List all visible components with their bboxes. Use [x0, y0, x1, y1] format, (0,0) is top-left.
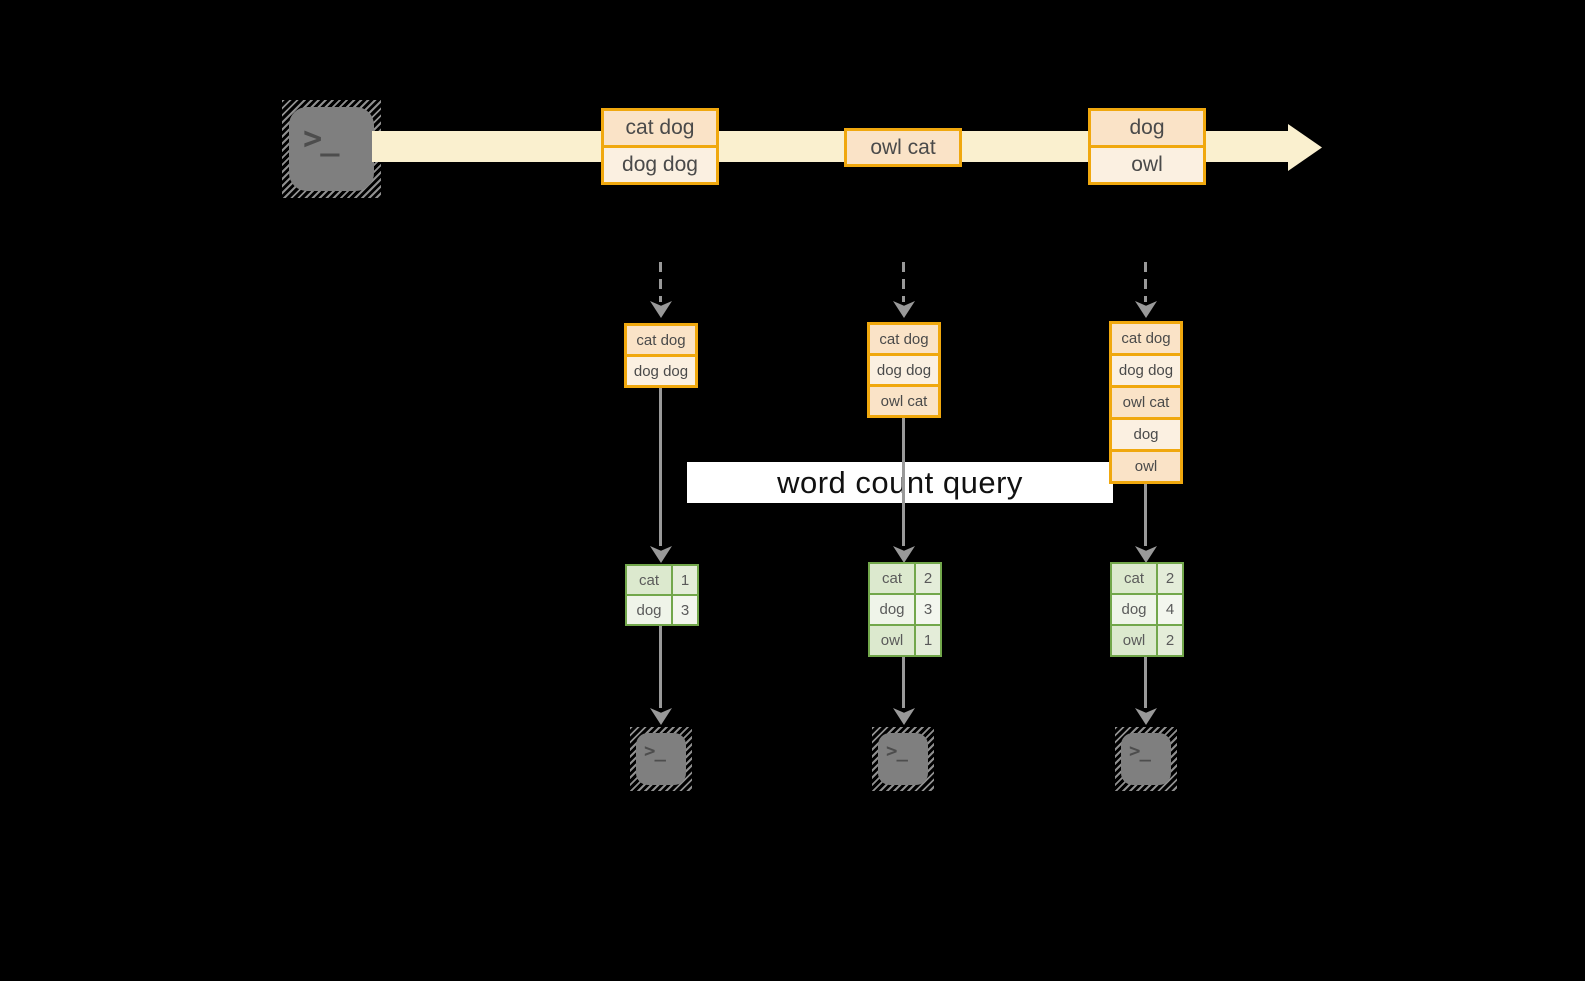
- word-cell: cat: [1112, 564, 1156, 593]
- count-cell: 4: [1156, 595, 1182, 624]
- arrowhead-down-icon: [893, 708, 915, 725]
- table-row: dog 3: [627, 594, 697, 624]
- count-table-1: cat 1 dog 3: [625, 564, 699, 626]
- dashed-arrow-line: [1144, 262, 1147, 302]
- terminal-body: >_: [1121, 733, 1171, 785]
- table-row: cat 2: [870, 564, 940, 593]
- event-line: owl: [1091, 145, 1203, 182]
- count-cell: 2: [1156, 564, 1182, 593]
- stream-event-box-3: dog owl: [1088, 108, 1206, 185]
- batch-line: owl cat: [1112, 385, 1180, 417]
- word-cell: dog: [627, 596, 671, 624]
- batch-box-1: cat dog dog dog: [624, 323, 698, 388]
- word-cell: owl: [870, 626, 914, 655]
- word-cell: owl: [1112, 626, 1156, 655]
- table-row: cat 2: [1112, 564, 1182, 593]
- count-table-2: cat 2 dog 3 owl 1: [868, 562, 942, 657]
- arrowhead-down-icon: [650, 708, 672, 725]
- arrow-line: [902, 657, 905, 708]
- arrowhead-down-icon: [1135, 708, 1157, 725]
- terminal-body: >_: [636, 733, 686, 785]
- terminal-prompt-icon: >_: [1129, 740, 1151, 762]
- terminal-body: >_: [289, 107, 374, 191]
- word-cell: dog: [870, 595, 914, 624]
- table-row: owl 1: [870, 624, 940, 655]
- arrow-line: [1144, 484, 1147, 546]
- table-row: owl 2: [1112, 624, 1182, 655]
- query-label: word count query: [777, 464, 1023, 500]
- batch-line: dog dog: [627, 354, 695, 385]
- arrow-line: [902, 418, 905, 546]
- batch-line: cat dog: [1112, 324, 1180, 353]
- arrowhead-down-icon: [650, 301, 672, 318]
- arrow-line: [659, 388, 662, 546]
- arrowhead-down-icon: [1135, 546, 1157, 563]
- arrow-line: [1144, 657, 1147, 708]
- terminal-prompt-icon: >_: [644, 740, 666, 762]
- batch-line: dog dog: [870, 353, 938, 384]
- query-label-band: word count query: [687, 462, 1113, 503]
- table-row: dog 3: [870, 593, 940, 624]
- word-cell: cat: [627, 566, 671, 594]
- stream-event-box-2: owl cat: [844, 128, 962, 167]
- table-row: cat 1: [627, 566, 697, 594]
- sink-terminal-icon-2: >_: [872, 727, 934, 791]
- stream-arrowhead-icon: [1288, 124, 1322, 171]
- word-cell: dog: [1112, 595, 1156, 624]
- count-cell: 1: [914, 626, 940, 655]
- table-row: dog 4: [1112, 593, 1182, 624]
- batch-line: owl: [1112, 449, 1180, 481]
- batch-line: dog dog: [1112, 353, 1180, 385]
- batch-line: owl cat: [870, 384, 938, 415]
- word-cell: cat: [870, 564, 914, 593]
- event-line: owl cat: [847, 131, 959, 164]
- event-line: dog: [1091, 111, 1203, 145]
- batch-box-3: cat dog dog dog owl cat dog owl: [1109, 321, 1183, 484]
- arrowhead-down-icon: [893, 546, 915, 563]
- terminal-prompt-icon: >_: [886, 740, 908, 762]
- stream-event-box-1: cat dog dog dog: [601, 108, 719, 185]
- count-cell: 3: [671, 596, 697, 624]
- batch-box-2: cat dog dog dog owl cat: [867, 322, 941, 418]
- count-cell: 2: [1156, 626, 1182, 655]
- terminal-body: >_: [878, 733, 928, 785]
- arrow-line: [659, 626, 662, 708]
- sink-terminal-icon-1: >_: [630, 727, 692, 791]
- source-terminal-icon: >_: [282, 100, 381, 198]
- sink-terminal-icon-3: >_: [1115, 727, 1177, 791]
- dashed-arrow-line: [659, 262, 662, 302]
- event-line: dog dog: [604, 145, 716, 182]
- count-cell: 3: [914, 595, 940, 624]
- event-line: cat dog: [604, 111, 716, 145]
- batch-line: dog: [1112, 417, 1180, 449]
- arrowhead-down-icon: [893, 301, 915, 318]
- arrowhead-down-icon: [650, 546, 672, 563]
- count-table-3: cat 2 dog 4 owl 2: [1110, 562, 1184, 657]
- batch-line: cat dog: [627, 326, 695, 354]
- count-cell: 2: [914, 564, 940, 593]
- arrowhead-down-icon: [1135, 301, 1157, 318]
- count-cell: 1: [671, 566, 697, 594]
- batch-line: cat dog: [870, 325, 938, 353]
- terminal-prompt-icon: >_: [303, 119, 340, 157]
- dashed-arrow-line: [902, 262, 905, 302]
